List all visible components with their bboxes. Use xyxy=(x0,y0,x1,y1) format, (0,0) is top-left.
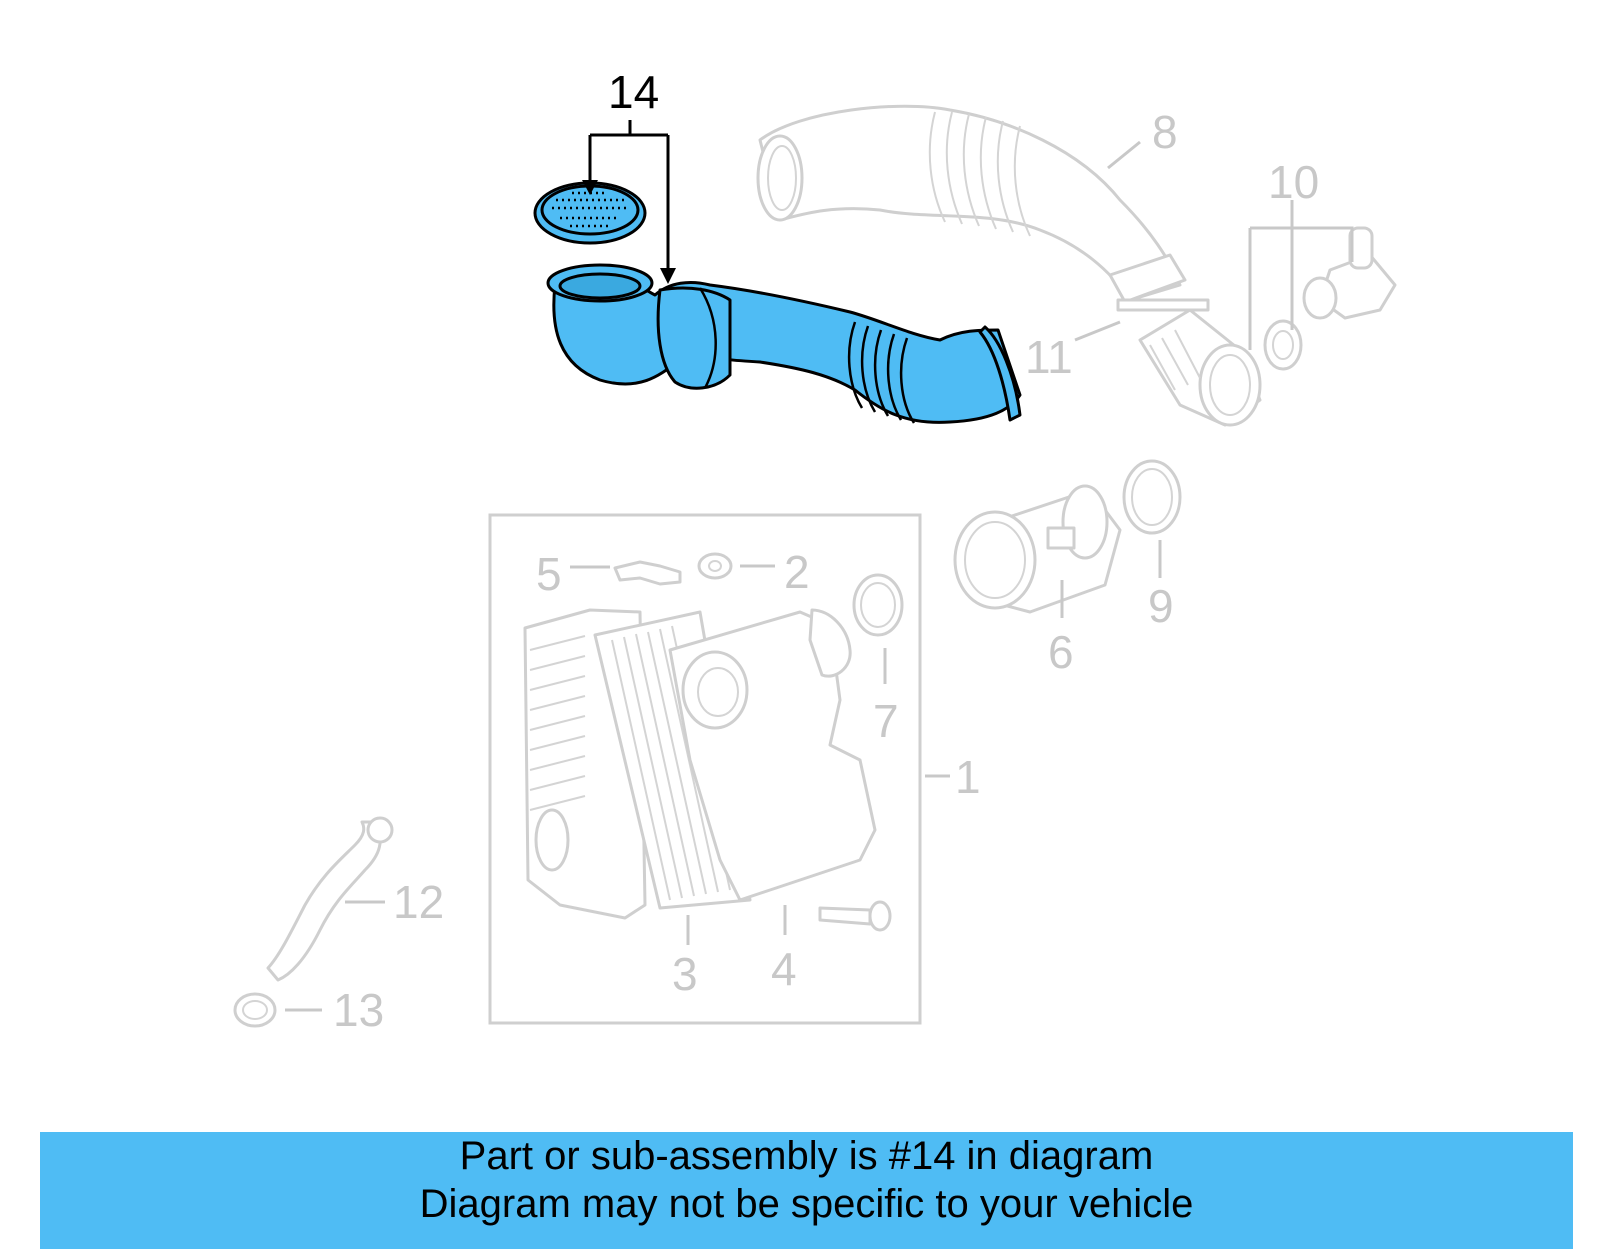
part-8-intake-duct xyxy=(756,104,1187,304)
banner-line-2: Diagram may not be specific to your vehi… xyxy=(419,1182,1194,1226)
callout-10: 10 xyxy=(1268,156,1319,208)
part-6-maf-sensor xyxy=(953,484,1122,618)
callout-13: 13 xyxy=(333,984,384,1036)
callout-5: 5 xyxy=(536,548,562,600)
callout-14-leaders xyxy=(582,120,676,284)
banner-line-1: Part or sub-assembly is #14 in diagram xyxy=(459,1134,1154,1178)
callout-2: 2 xyxy=(784,546,810,598)
callout-8: 8 xyxy=(1152,106,1178,158)
part-5-bracket xyxy=(570,560,682,586)
callout-6: 6 xyxy=(1048,626,1074,678)
part-14-air-duct xyxy=(533,181,1022,424)
callout-14: 14 xyxy=(608,66,659,118)
part-4-airbox-cover xyxy=(668,608,877,935)
part-7-seal-ring xyxy=(852,573,904,684)
part-12-hose xyxy=(266,816,394,982)
info-banner: Part or sub-assembly is #14 in diagram D… xyxy=(40,1132,1573,1249)
callout-7: 7 xyxy=(873,695,899,747)
part-13-clamp xyxy=(233,992,322,1028)
callout-1: 1 xyxy=(955,751,981,803)
part-9-clamp xyxy=(1122,459,1182,578)
part-2-grommet xyxy=(697,552,775,580)
callout-9: 9 xyxy=(1148,580,1174,632)
callout-4: 4 xyxy=(771,943,797,995)
callout-12: 12 xyxy=(393,876,444,928)
callout-11: 11 xyxy=(1025,331,1073,383)
part-1-airbox-assembly-frame xyxy=(488,513,950,1025)
part-11-clip xyxy=(1074,298,1210,342)
bolt xyxy=(818,900,892,932)
part-10-hose-and-valve xyxy=(1138,200,1397,427)
callout-3: 3 xyxy=(672,948,698,1000)
